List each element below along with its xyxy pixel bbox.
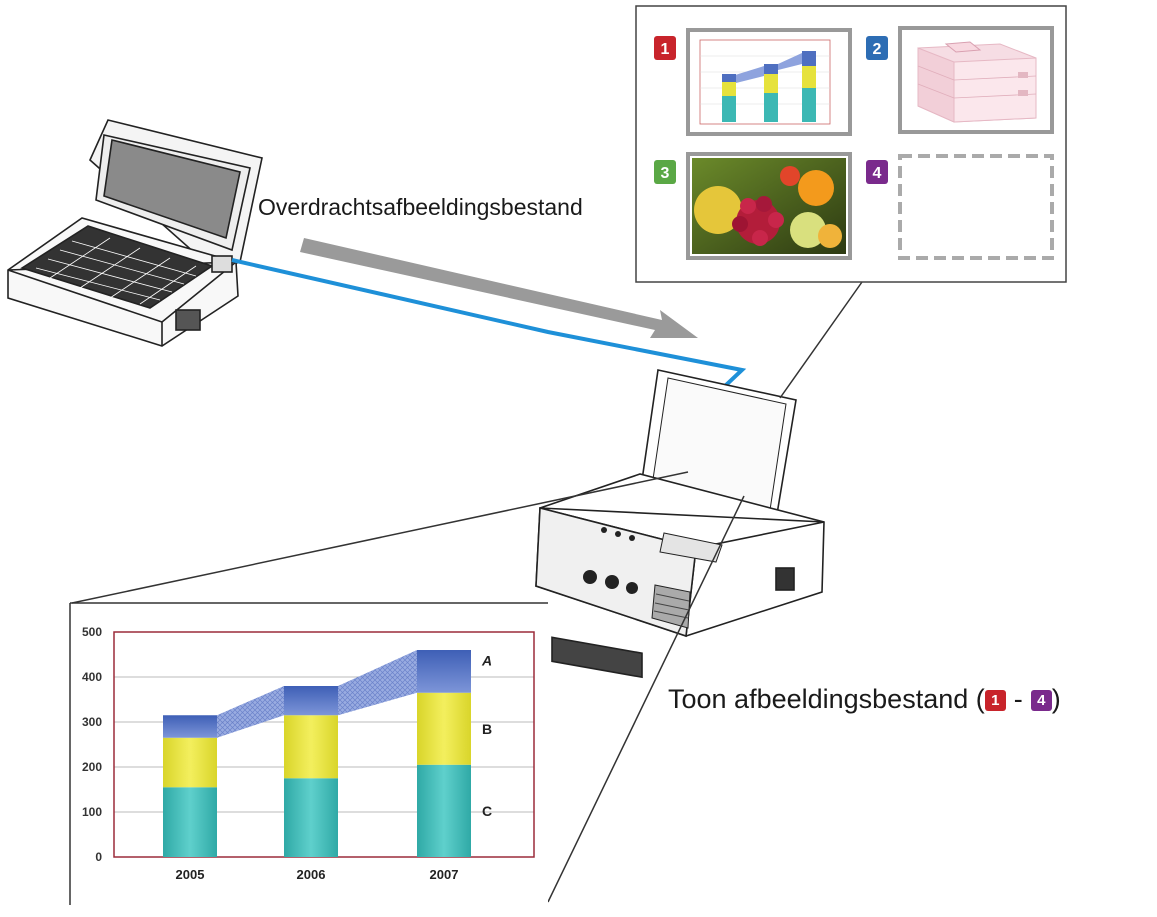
slot-4-empty	[898, 154, 1054, 260]
y-tick-label: 100	[82, 805, 102, 819]
slot-badge-2: 2	[866, 36, 888, 60]
projector-illustration	[535, 369, 825, 679]
enlarged-chart-panel: 0 100 200 300 400 500 2005 2006 2007 C B A	[69, 602, 548, 905]
y-tick-label: 400	[82, 670, 102, 684]
bar-segment-c-2005	[163, 787, 217, 857]
laptop-illustration	[7, 119, 263, 347]
slot-1-thumbnail	[686, 28, 852, 136]
y-tick-label: 200	[82, 760, 102, 774]
stacked-bar-chart: 0 100 200 300 400 500 2005 2006 2007 C B A	[82, 625, 535, 882]
display-label: Toon afbeeldingsbestand (1-4)	[668, 684, 1061, 715]
display-label-separator: -	[1013, 684, 1023, 714]
transfer-label: Overdrachtsafbeeldingsbestand	[258, 194, 583, 220]
svg-text:3: 3	[661, 165, 670, 182]
x-tick-label: 2007	[430, 867, 459, 882]
bar-segment-c-2006	[284, 778, 338, 857]
bar-segment-a-2006	[284, 686, 338, 716]
inline-badge-4: 4	[1030, 690, 1052, 712]
svg-text:1: 1	[661, 41, 670, 58]
transfer-arrow	[300, 238, 698, 338]
zoom-line-bottom-left	[71, 471, 689, 604]
bar-segment-b-2005	[163, 737, 217, 788]
display-label-suffix: )	[1051, 684, 1061, 714]
bar-segment-b-2007	[417, 692, 471, 765]
x-tick-label: 2005	[176, 867, 205, 882]
y-tick-label: 0	[95, 850, 102, 864]
bar-segment-a-2007	[417, 650, 471, 693]
series-a-connector-band	[338, 650, 417, 716]
series-label-c: C	[482, 803, 492, 819]
series-label-a: A	[481, 653, 492, 669]
y-tick-label: 300	[82, 715, 102, 729]
connection-cable	[231, 258, 747, 388]
series-label-b: B	[482, 721, 492, 737]
slot-2-thumbnail	[898, 26, 1054, 134]
zoom-line-top	[779, 281, 863, 399]
slot-3-thumbnail	[686, 152, 852, 260]
image-slots-panel: 1 2 3 4	[635, 5, 1067, 283]
series-a-connector-band	[217, 686, 284, 738]
display-label-prefix: Toon afbeeldingsbestand (	[668, 684, 985, 714]
bar-segment-b-2006	[284, 715, 338, 779]
inline-badge-1: 1	[984, 690, 1006, 712]
y-tick-label: 500	[82, 625, 102, 639]
x-tick-label: 2006	[297, 867, 326, 882]
slot-badge-1: 1	[654, 36, 676, 60]
slot-badge-4: 4	[866, 160, 888, 184]
bar-segment-c-2007	[417, 764, 471, 857]
svg-text:2: 2	[873, 41, 882, 58]
slot-badge-3: 3	[654, 160, 676, 184]
bar-segment-a-2005	[163, 715, 217, 738]
svg-text:4: 4	[873, 165, 882, 182]
zoom-line-bottom-right	[547, 495, 745, 903]
